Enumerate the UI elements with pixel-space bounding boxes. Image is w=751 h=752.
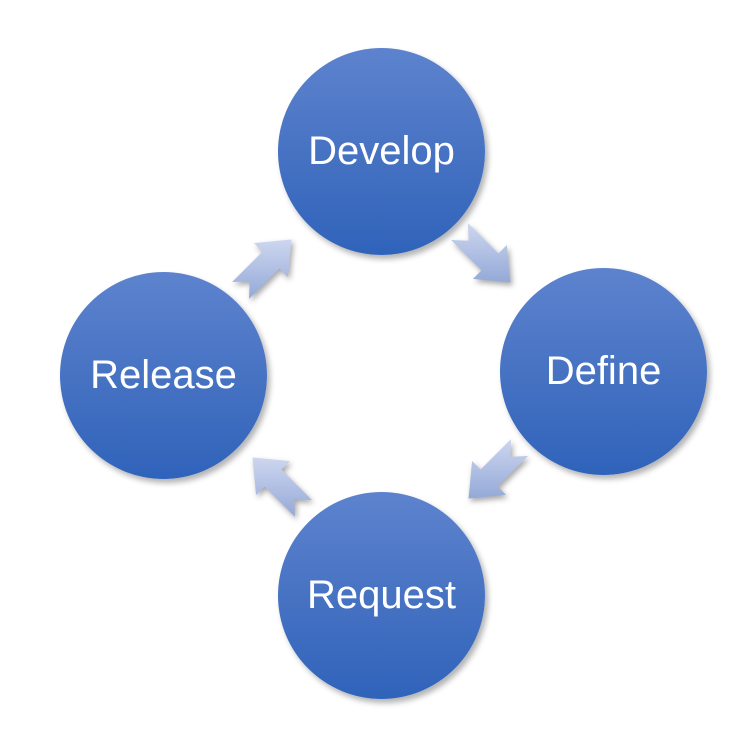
arrow-request-to-release — [252, 457, 312, 517]
cycle-node-release: Release — [60, 272, 267, 479]
node-label-define: Define — [545, 349, 662, 393]
node-label-request: Request — [307, 573, 456, 617]
arrow-release-to-develop — [232, 239, 292, 299]
cycle-node-define: Define — [500, 268, 707, 475]
arrow-define-to-request — [468, 439, 528, 499]
node-label-release: Release — [90, 353, 237, 397]
cycle-node-request: Request — [278, 492, 485, 699]
node-label-develop: Develop — [308, 129, 455, 173]
arrow-develop-to-define — [451, 223, 511, 283]
cycle-node-develop: Develop — [278, 48, 485, 255]
